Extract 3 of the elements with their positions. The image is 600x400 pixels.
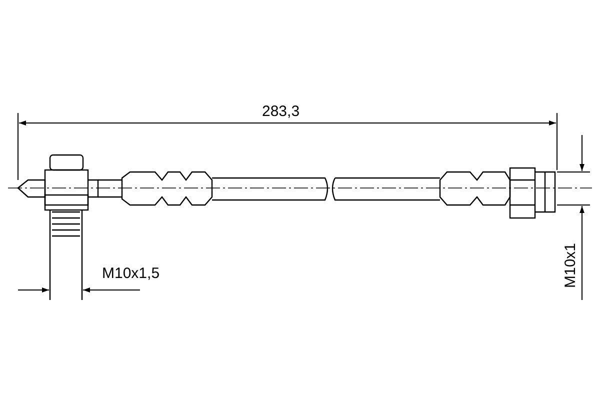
dimension-label: M10x1 [563,242,578,288]
dimension-label: 283,3 [262,104,300,119]
dimension-label: M10x1,5 [102,266,160,281]
